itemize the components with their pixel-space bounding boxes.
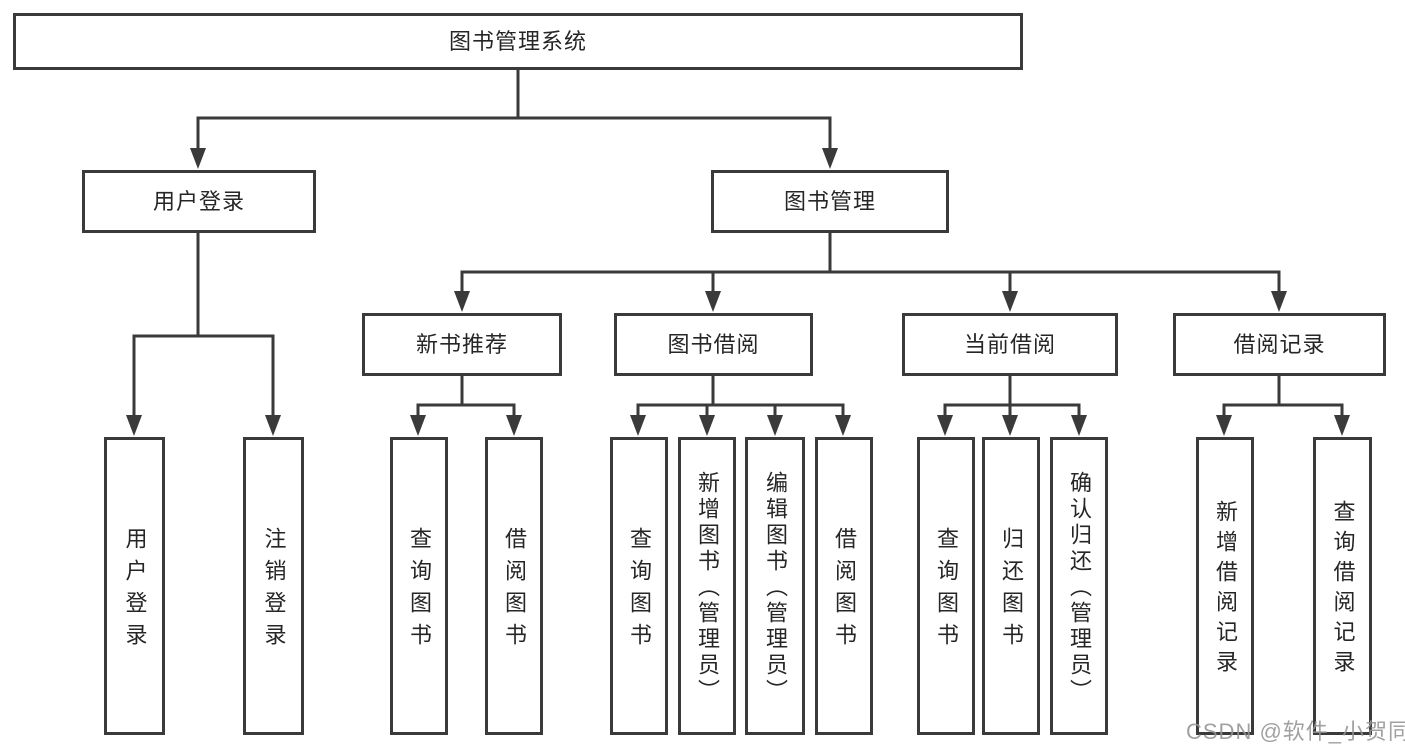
leaf-label: 归还图书: [999, 527, 1024, 655]
node-user-login: 用户登录: [82, 170, 316, 233]
node-new-book-recommend: 新书推荐: [362, 313, 562, 376]
leaf-label: 查询图书: [627, 527, 652, 655]
leaf-label: 借阅图书: [832, 527, 857, 655]
leaf-query-books-recommend: 查询图书: [390, 437, 448, 735]
leaf-add-books-admin: 新增图书（管理员）: [678, 437, 736, 735]
node-label: 借阅记录: [1233, 331, 1326, 357]
leaf-label: 查询图书: [407, 527, 432, 655]
node-book-borrow: 图书借阅: [614, 313, 813, 376]
leaf-label: 查询借阅记录: [1330, 500, 1356, 680]
leaf-user-login: 用户登录: [104, 437, 165, 735]
leaf-borrow-books-recommend: 借阅图书: [485, 437, 543, 735]
leaf-label: 注销登录: [261, 527, 287, 655]
leaf-label: 查询图书: [934, 527, 959, 655]
node-borrow-records: 借阅记录: [1173, 313, 1386, 376]
node-label: 图书管理系统: [448, 28, 587, 54]
node-label: 用户登录: [152, 188, 245, 214]
leaf-query-books-current: 查询图书: [917, 437, 975, 735]
csdn-watermark: CSDN @软件_小贺同学: [1186, 719, 1405, 744]
leaf-confirm-return-admin: 确认归还（管理员）: [1050, 437, 1108, 735]
leaf-label: 确认归还（管理员）: [1067, 471, 1092, 705]
leaf-query-books-borrow: 查询图书: [610, 437, 668, 735]
node-label: 图书借阅: [667, 331, 760, 357]
leaf-label: 借阅图书: [502, 527, 527, 655]
leaf-label: 新增借阅记录: [1213, 500, 1238, 680]
leaf-label: 编辑图书（管理员）: [763, 471, 788, 705]
leaf-label: 用户登录: [122, 527, 148, 655]
node-label: 图书管理: [783, 188, 876, 214]
leaf-borrow-books: 借阅图书: [815, 437, 873, 735]
node-current-borrow: 当前借阅: [902, 313, 1118, 376]
node-label: 当前借阅: [963, 331, 1056, 357]
leaf-query-borrow-record: 查询借阅记录: [1313, 437, 1372, 735]
leaf-label: 新增图书（管理员）: [695, 471, 720, 705]
leaf-add-borrow-record: 新增借阅记录: [1196, 437, 1254, 735]
leaf-logout: 注销登录: [243, 437, 304, 735]
node-book-management: 图书管理: [711, 170, 949, 233]
node-library-management-system: 图书管理系统: [13, 13, 1023, 70]
node-label: 新书推荐: [415, 331, 508, 357]
leaf-return-books: 归还图书: [982, 437, 1040, 735]
leaf-edit-books-admin: 编辑图书（管理员）: [745, 437, 805, 735]
